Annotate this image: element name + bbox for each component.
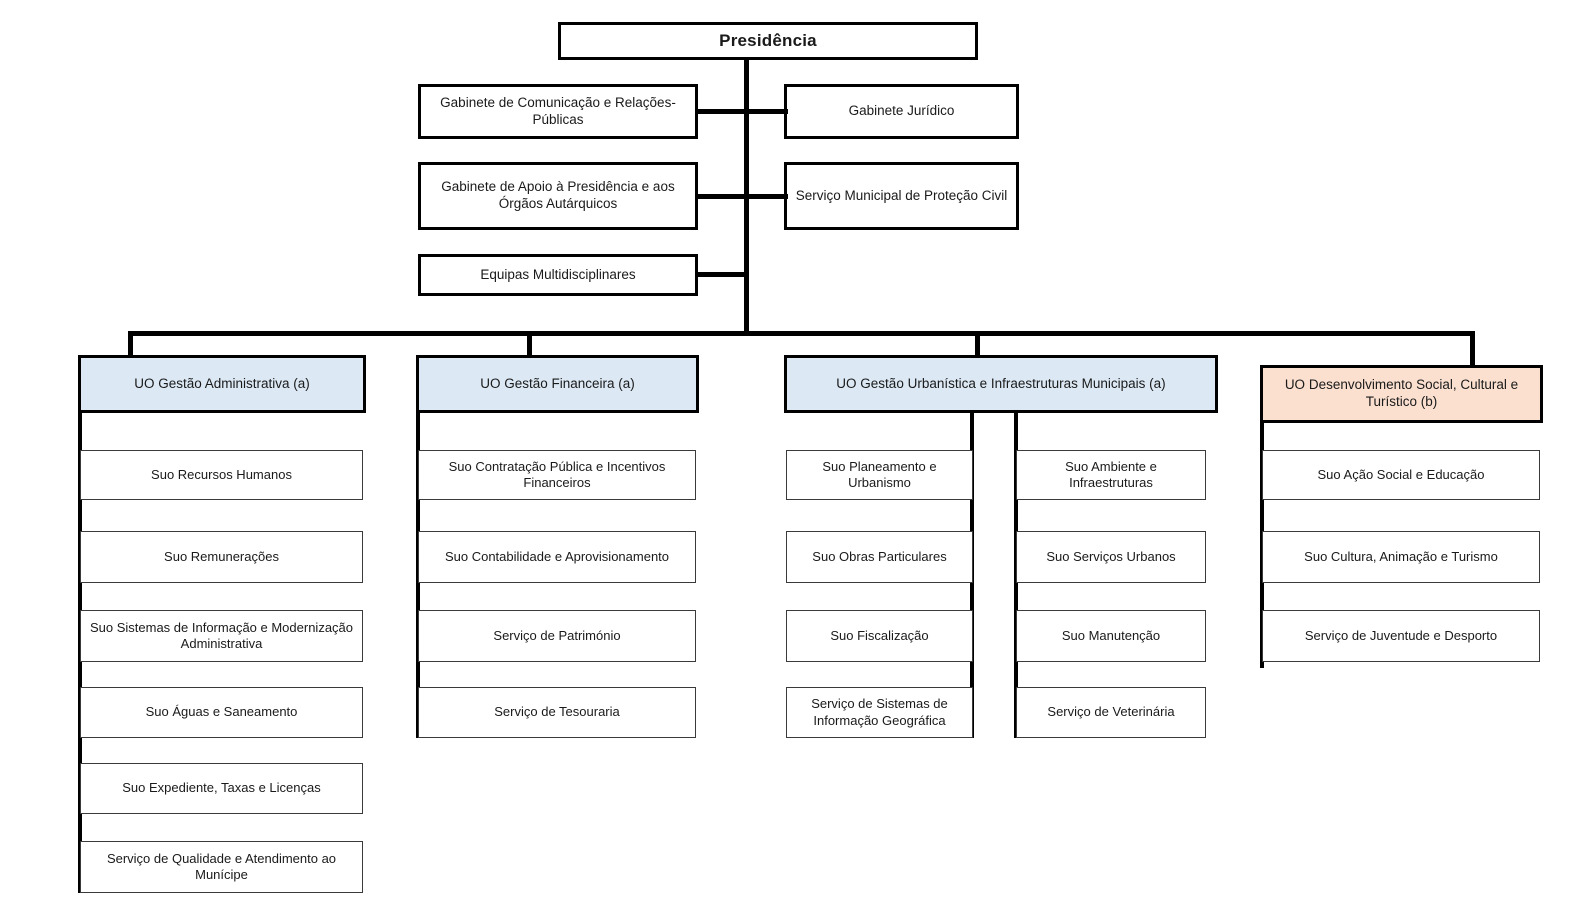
node-label: Suo Planeamento e Urbanismo <box>822 458 937 490</box>
node-servico-tesouraria[interactable]: Serviço de Tesouraria <box>418 687 696 738</box>
node-uo-desenvolvimento-social[interactable]: UO Desenvolvimento Social, Cultural e Tu… <box>1260 365 1543 423</box>
node-gabinete-comunicacao[interactable]: Gabinete de Comunicação e Relações-Públi… <box>418 84 698 139</box>
connector-staff-left-2 <box>695 194 749 199</box>
node-label: Serviço de Património <box>493 627 621 643</box>
node-servico-protecao-civil[interactable]: Serviço Municipal de Proteção Civil <box>784 162 1019 230</box>
node-suo-ambiente-infraestruturas[interactable]: Suo Ambiente e Infraestruturas <box>1016 450 1206 500</box>
node-suo-manutencao[interactable]: Suo Manutenção <box>1016 610 1206 662</box>
node-suo-expediente-taxas-licencas[interactable]: Suo Expediente, Taxas e Licenças <box>80 763 363 814</box>
node-label: UO Desenvolvimento Social, Cultural e Tu… <box>1284 377 1519 409</box>
node-servico-qualidade-atendimento[interactable]: Serviço de Qualidade e Atendimento ao Mu… <box>80 841 363 893</box>
node-label: Serviço de Qualidade e Atendimento ao Mu… <box>106 850 337 882</box>
connector-drop-unit-4 <box>1470 331 1475 368</box>
node-label: Suo Contabilidade e Aprovisionamento <box>444 548 670 564</box>
node-uo-gestao-administrativa[interactable]: UO Gestão Administrativa (a) <box>78 355 366 413</box>
node-label: UO Gestão Urbanística e Infraestruturas … <box>836 375 1166 391</box>
node-suo-obras-particulares[interactable]: Suo Obras Particulares <box>786 531 973 583</box>
node-gabinete-juridico[interactable]: Gabinete Jurídico <box>784 84 1019 139</box>
node-label: Serviço de Juventude e Desporto <box>1304 627 1498 643</box>
node-suo-planeamento-urbanismo[interactable]: Suo Planeamento e Urbanismo <box>786 450 973 500</box>
node-servico-juventude-desporto[interactable]: Serviço de Juventude e Desporto <box>1262 610 1540 662</box>
node-suo-recursos-humanos[interactable]: Suo Recursos Humanos <box>80 450 363 500</box>
connector-staff-right-2 <box>744 194 788 199</box>
node-suo-sistemas-informacao[interactable]: Suo Sistemas de Informação e Modernizaçã… <box>80 610 363 662</box>
node-label: Serviço Municipal de Proteção Civil <box>795 187 1008 203</box>
node-label: Gabinete de Apoio à Presidência e aos Ór… <box>441 179 675 211</box>
node-label: Suo Águas e Saneamento <box>145 704 298 720</box>
node-suo-servicos-urbanos[interactable]: Suo Serviços Urbanos <box>1016 531 1206 583</box>
connector-drop-unit-1 <box>128 331 133 357</box>
node-equipas-multidisciplinares[interactable]: Equipas Multidisciplinares <box>418 254 698 296</box>
node-label: Serviço de Tesouraria <box>494 704 620 720</box>
node-suo-acao-social-educacao[interactable]: Suo Ação Social e Educação <box>1262 450 1540 500</box>
node-gabinete-apoio-presidencia[interactable]: Gabinete de Apoio à Presidência e aos Ór… <box>418 162 698 230</box>
node-label: Serviço de Veterinária <box>1047 704 1175 720</box>
connector-bus <box>128 331 1475 336</box>
node-label: UO Gestão Financeira (a) <box>480 375 635 391</box>
node-label: Gabinete Jurídico <box>848 103 955 119</box>
node-label: Suo Serviços Urbanos <box>1046 548 1176 564</box>
node-label: Suo Manutenção <box>1061 627 1161 643</box>
node-label: Suo Remunerações <box>164 548 279 564</box>
node-uo-gestao-urbanistica[interactable]: UO Gestão Urbanística e Infraestruturas … <box>784 355 1218 413</box>
node-suo-fiscalizacao[interactable]: Suo Fiscalização <box>786 610 973 662</box>
node-label: Suo Expediente, Taxas e Licenças <box>122 780 321 796</box>
node-label: Suo Contratação Pública e Incentivos Fin… <box>448 458 666 490</box>
node-label: Suo Recursos Humanos <box>151 466 292 482</box>
connector-drop-unit-3 <box>975 331 980 357</box>
node-uo-gestao-financeira[interactable]: UO Gestão Financeira (a) <box>416 355 699 413</box>
node-suo-aguas-saneamento[interactable]: Suo Águas e Saneamento <box>80 687 363 738</box>
node-label: UO Gestão Administrativa (a) <box>134 375 310 391</box>
connector-staff-right-1 <box>744 109 788 114</box>
connector-staff-left-3 <box>695 272 749 277</box>
node-servico-veterinaria[interactable]: Serviço de Veterinária <box>1016 687 1206 738</box>
node-label: Suo Sistemas de Informação e Modernizaçã… <box>89 619 354 651</box>
node-label: Presidência <box>719 31 817 51</box>
node-label: Serviço de Sistemas de Informação Geográ… <box>811 696 948 728</box>
node-label: Suo Ação Social e Educação <box>1317 466 1485 482</box>
node-suo-cultura-animacao-turismo[interactable]: Suo Cultura, Animação e Turismo <box>1262 531 1540 583</box>
node-label: Gabinete de Comunicação e Relações-Públi… <box>440 94 676 127</box>
node-label: Suo Cultura, Animação e Turismo <box>1304 548 1498 564</box>
node-suo-contabilidade-aprovisionamento[interactable]: Suo Contabilidade e Aprovisionamento <box>418 531 696 583</box>
node-presidencia[interactable]: Presidência <box>558 22 978 60</box>
connector-drop-unit-2 <box>527 331 532 357</box>
connector-staff-left-1 <box>695 109 749 114</box>
node-suo-contratacao-publica[interactable]: Suo Contratação Pública e Incentivos Fin… <box>418 450 696 500</box>
node-label: Suo Fiscalização <box>830 627 929 643</box>
node-label: Suo Ambiente e Infraestruturas <box>1065 458 1157 490</box>
node-suo-remuneracoes[interactable]: Suo Remunerações <box>80 531 363 583</box>
node-servico-sistemas-informacao-geografica[interactable]: Serviço de Sistemas de Informação Geográ… <box>786 687 973 738</box>
node-label: Equipas Multidisciplinares <box>480 266 636 282</box>
node-servico-patrimonio[interactable]: Serviço de Património <box>418 610 696 662</box>
node-label: Suo Obras Particulares <box>812 548 947 564</box>
